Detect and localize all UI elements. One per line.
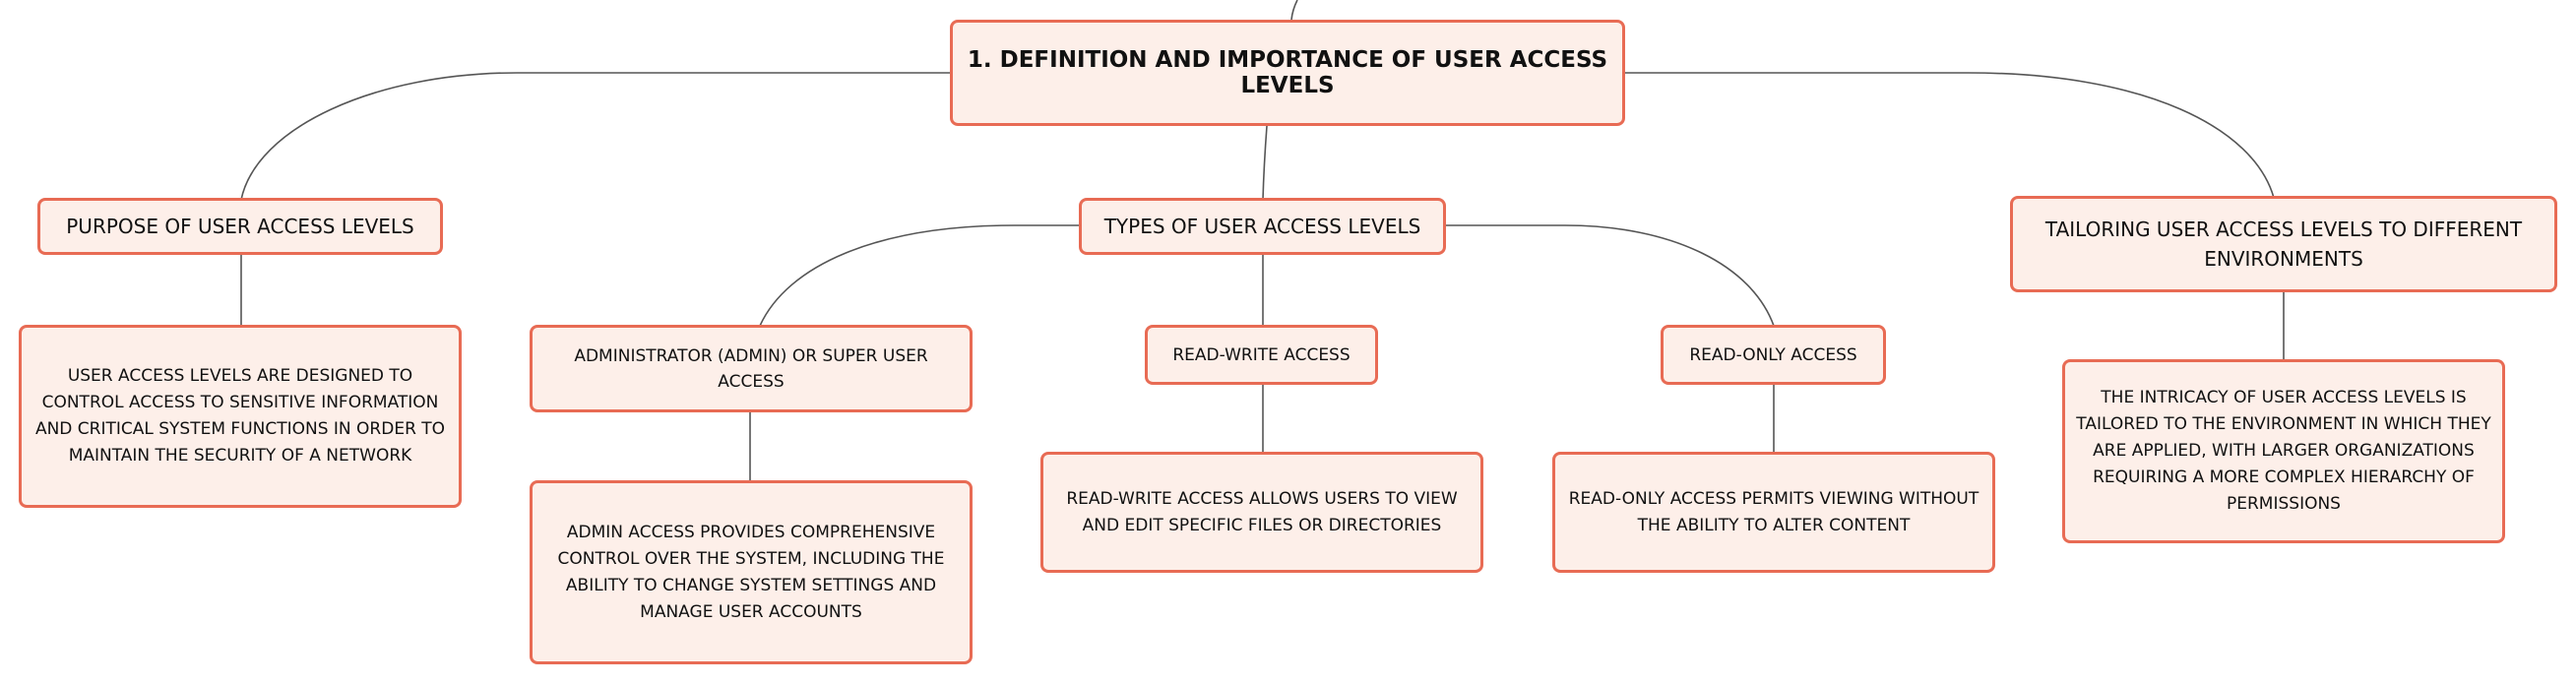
link-parent-to-root — [1290, 0, 1298, 21]
topic-tailoring[interactable]: TAILORING USER ACCESS LEVELS TO DIFFEREN… — [2010, 196, 2557, 292]
link-root-to-tailoring — [1624, 72, 2275, 199]
link-types-to-admin — [759, 224, 1081, 327]
detail-read-write-access[interactable]: READ-WRITE ACCESS ALLOWS USERS TO VIEW A… — [1040, 452, 1483, 573]
topic-purpose-label: PURPOSE OF USER ACCESS LEVELS — [66, 215, 414, 238]
topic-types[interactable]: TYPES OF USER ACCESS LEVELS — [1079, 198, 1446, 255]
topic-read-only-access-label: READ-ONLY ACCESS — [1689, 344, 1857, 365]
detail-admin-access[interactable]: ADMIN ACCESS PROVIDES COMPREHENSIVE CONT… — [530, 480, 973, 664]
detail-purpose-text: USER ACCESS LEVELS ARE DESIGNED TO CONTR… — [34, 366, 446, 466]
detail-admin-access-text: ADMIN ACCESS PROVIDES COMPREHENSIVE CONT… — [557, 522, 945, 622]
topic-purpose[interactable]: PURPOSE OF USER ACCESS LEVELS — [37, 198, 443, 255]
topic-read-write-access-label: READ-WRITE ACCESS — [1172, 344, 1351, 365]
link-root-to-purpose — [240, 72, 950, 201]
detail-read-write-access-text: READ-WRITE ACCESS ALLOWS USERS TO VIEW A… — [1066, 488, 1458, 535]
detail-tailoring-text: THE INTRICACY OF USER ACCESS LEVELS IS T… — [2076, 388, 2491, 514]
topic-tailoring-label: TAILORING USER ACCESS LEVELS TO DIFFEREN… — [2044, 218, 2523, 271]
detail-read-only-access-text: READ-ONLY ACCESS PERMITS VIEWING WITHOUT… — [1568, 488, 1979, 535]
link-types-to-readonly — [1444, 224, 1775, 327]
detail-read-only-access[interactable]: READ-ONLY ACCESS PERMITS VIEWING WITHOUT… — [1552, 452, 1995, 573]
topic-types-label: TYPES OF USER ACCESS LEVELS — [1103, 215, 1421, 238]
topic-read-only-access[interactable]: READ-ONLY ACCESS — [1661, 325, 1886, 385]
detail-purpose[interactable]: USER ACCESS LEVELS ARE DESIGNED TO CONTR… — [19, 325, 462, 508]
topic-read-write-access[interactable]: READ-WRITE ACCESS — [1145, 325, 1378, 385]
topic-admin-access[interactable]: ADMINISTRATOR (ADMIN) OR SUPER USER ACCE… — [530, 325, 973, 412]
detail-tailoring[interactable]: THE INTRICACY OF USER ACCESS LEVELS IS T… — [2062, 359, 2505, 543]
root-topic-label: 1. DEFINITION AND IMPORTANCE OF USER ACC… — [967, 47, 1608, 98]
root-topic[interactable]: 1. DEFINITION AND IMPORTANCE OF USER ACC… — [950, 20, 1625, 126]
link-root-to-types — [1262, 125, 1268, 201]
topic-admin-access-label: ADMINISTRATOR (ADMIN) OR SUPER USER ACCE… — [574, 345, 928, 392]
